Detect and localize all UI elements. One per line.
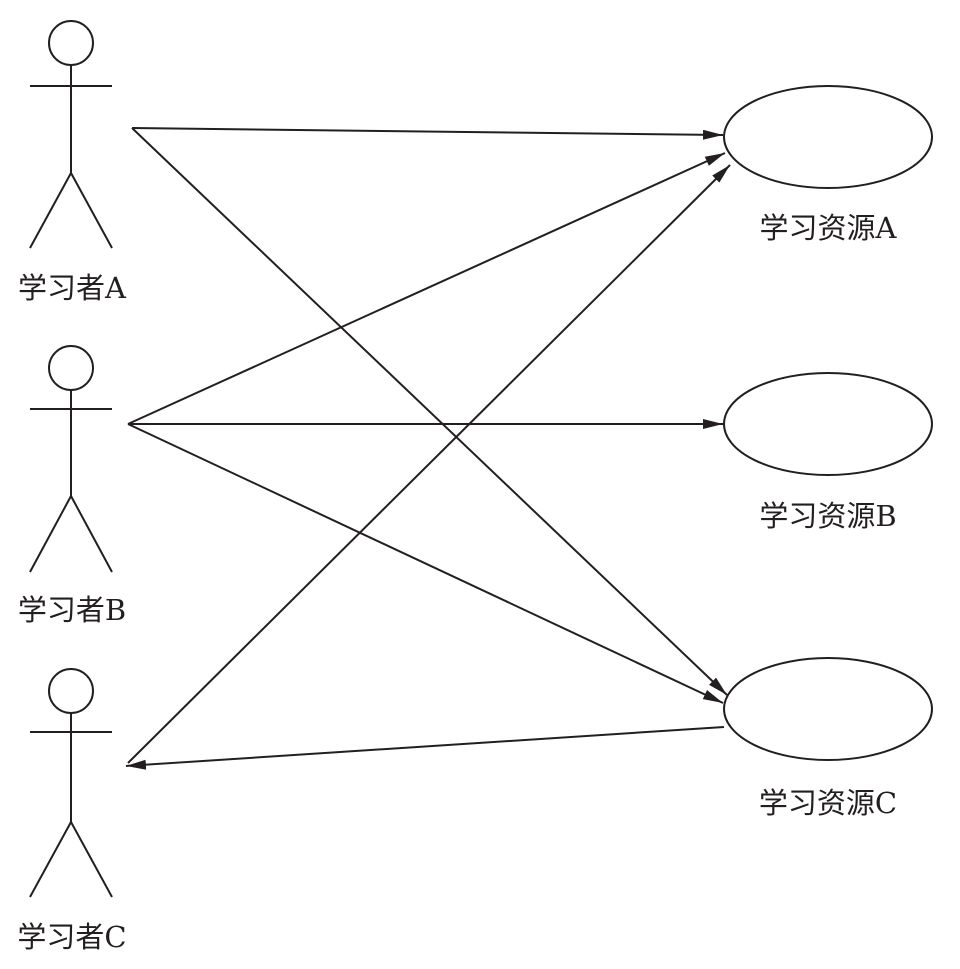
actor-learner-b: 学习者B xyxy=(18,345,126,627)
usecase-ellipse xyxy=(723,85,933,189)
edge-learnerA-resourceA xyxy=(131,127,724,140)
actor-learner-c: 学习者C xyxy=(17,668,127,954)
usecase-ellipse xyxy=(723,372,933,476)
usecase-resource-b: 学习资源B xyxy=(723,372,933,533)
edge-resourceC-learnerC xyxy=(125,726,725,770)
actor-head xyxy=(48,668,94,714)
edge-learnerB-resourceA xyxy=(127,152,726,425)
actor-left-leg xyxy=(29,495,72,573)
actor-left-leg xyxy=(29,821,72,898)
edge-learnerA-resourceC xyxy=(131,127,728,696)
actor-head xyxy=(48,20,94,66)
resource-label: 学习资源B xyxy=(759,499,896,533)
learner-label: 学习者A xyxy=(18,271,127,305)
actor-head xyxy=(48,345,94,391)
edge-learnerB-resourceC xyxy=(127,423,724,704)
actor-left-leg xyxy=(29,172,72,249)
usecase-resource-a: 学习资源A xyxy=(723,85,933,245)
actor-right-leg xyxy=(70,821,113,898)
actor-right-leg xyxy=(70,172,113,249)
edge-learnerC-resourceA xyxy=(127,164,731,764)
actor-learner-a: 学习者A xyxy=(18,20,127,305)
usecase-resource-c: 学习资源C xyxy=(723,657,933,820)
resource-label: 学习资源C xyxy=(759,786,897,820)
resource-label: 学习资源A xyxy=(760,211,898,245)
learner-label: 学习者B xyxy=(18,593,126,627)
actor-right-leg xyxy=(70,495,113,573)
learner-label: 学习者C xyxy=(17,920,126,954)
edges-group xyxy=(125,127,731,770)
usecase-ellipse xyxy=(723,657,933,761)
